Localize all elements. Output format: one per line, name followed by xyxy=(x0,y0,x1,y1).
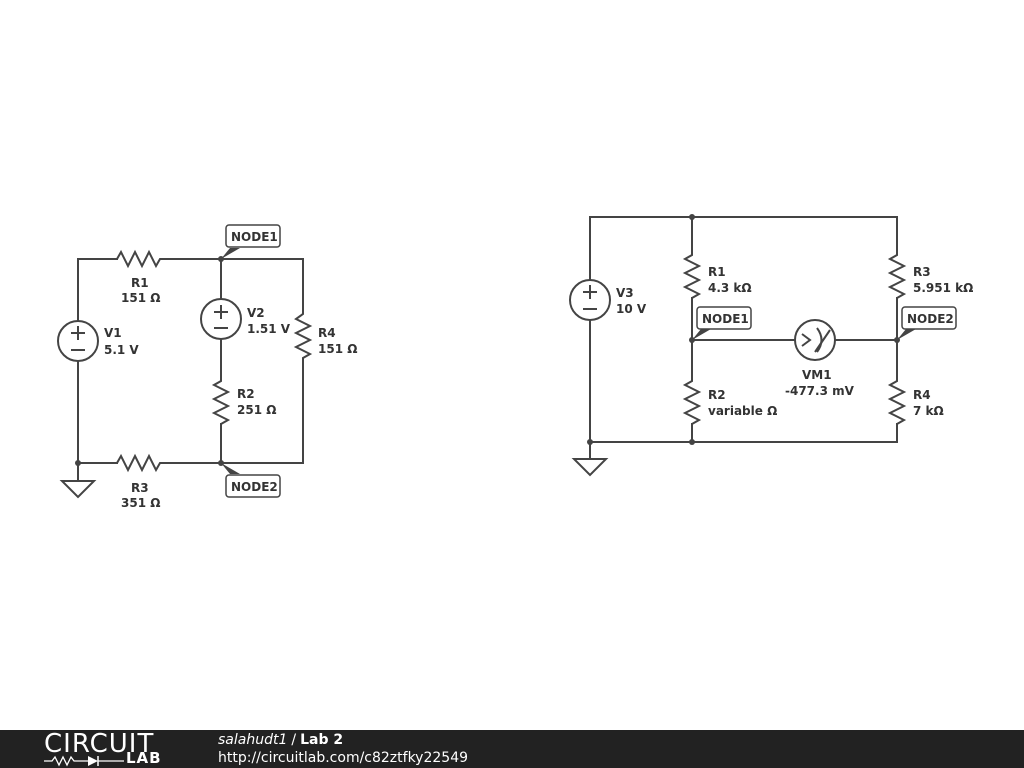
schematic-canvas: R1 151 Ω R3 351 Ω R2 251 Ω R4 151 Ω V1 xyxy=(57,214,973,510)
circuit-a-wires xyxy=(77,258,304,482)
voltage-source-v2[interactable]: V2 1.51 V xyxy=(200,298,291,340)
circuit-a: R1 151 Ω R3 351 Ω R2 251 Ω R4 151 Ω V1 xyxy=(57,224,357,510)
v3-value: 10 V xyxy=(616,302,647,316)
r3-name: R3 xyxy=(131,481,149,495)
circuit-b: V3 10 V R1 4.3 kΩ R2 variable Ω R3 5.951… xyxy=(569,214,973,477)
r3-value: 5.951 kΩ xyxy=(913,281,973,295)
r1-name: R1 xyxy=(131,276,149,290)
node2-label[interactable]: NODE2 xyxy=(897,306,957,340)
voltage-source-v1[interactable]: V1 5.1 V xyxy=(57,320,139,362)
resistor-r3[interactable]: R3 351 Ω xyxy=(116,453,163,510)
voltmeter-vm1[interactable]: VM1 -477.3 mV xyxy=(785,319,855,398)
vm1-name: VM1 xyxy=(802,368,832,382)
node2-text: NODE2 xyxy=(231,480,278,494)
v2-name: V2 xyxy=(247,306,265,320)
node1-label[interactable]: NODE1 xyxy=(692,306,752,340)
v1-value: 5.1 V xyxy=(104,343,139,357)
node1-label[interactable]: NODE1 xyxy=(221,224,281,259)
r2-name: R2 xyxy=(237,387,255,401)
footer-url-link[interactable]: http://circuitlab.com/c82ztfky22549 xyxy=(218,750,469,766)
junction-dot xyxy=(689,214,695,220)
r4-name: R4 xyxy=(913,388,931,402)
v1-name: V1 xyxy=(104,326,122,340)
logo-lab-text[interactable]: LAB xyxy=(126,749,162,767)
footer-title-line: salahudt1/Lab 2 xyxy=(218,731,343,749)
r4-value: 7 kΩ xyxy=(913,404,944,418)
r2-value: 251 Ω xyxy=(237,403,276,417)
r2-value: variable Ω xyxy=(708,404,777,418)
r4-value: 151 Ω xyxy=(318,342,357,356)
ground-symbol[interactable] xyxy=(571,458,609,477)
footer-username-link[interactable]: salahudt1 xyxy=(218,732,288,748)
junction-dot xyxy=(75,460,81,466)
junction-dot xyxy=(689,439,695,445)
resistor-r4[interactable]: R4 151 Ω xyxy=(293,310,357,370)
footer-separator: / xyxy=(291,732,297,748)
footer-bar: CIRCUIT LAB salahudt1/Lab 2 http://circu… xyxy=(0,730,1024,768)
node2-label[interactable]: NODE2 xyxy=(221,463,281,498)
vm1-value: -477.3 mV xyxy=(785,384,855,398)
r1-value: 4.3 kΩ xyxy=(708,281,752,295)
node2-text: NODE2 xyxy=(907,312,954,326)
v3-name: V3 xyxy=(616,286,634,300)
resistor-r4[interactable]: R4 7 kΩ xyxy=(887,378,944,425)
r1-name: R1 xyxy=(708,265,726,279)
resistor-r2[interactable]: R2 251 Ω xyxy=(211,378,276,425)
circuit-b-wires xyxy=(589,216,898,460)
resistor-r3[interactable]: R3 5.951 kΩ xyxy=(887,252,973,299)
logo-diode-icon xyxy=(44,755,124,767)
v2-value: 1.51 V xyxy=(247,322,291,336)
r4-name: R4 xyxy=(318,326,336,340)
node1-text: NODE1 xyxy=(702,312,749,326)
r2-name: R2 xyxy=(708,388,726,402)
r3-value: 351 Ω xyxy=(121,496,160,510)
voltage-source-v3[interactable]: V3 10 V xyxy=(569,279,647,321)
r1-value: 151 Ω xyxy=(121,291,160,305)
resistor-r1[interactable]: R1 151 Ω xyxy=(116,249,163,305)
resistor-r2[interactable]: R2 variable Ω xyxy=(682,378,777,425)
junction-dot xyxy=(587,439,593,445)
logo-circuit-text[interactable]: CIRCUIT xyxy=(44,729,155,759)
r3-name: R3 xyxy=(913,265,931,279)
node1-text: NODE1 xyxy=(231,230,278,244)
resistor-r1[interactable]: R1 4.3 kΩ xyxy=(682,252,752,299)
ground-symbol[interactable] xyxy=(59,480,97,499)
footer-circuit-title[interactable]: Lab 2 xyxy=(300,732,344,748)
